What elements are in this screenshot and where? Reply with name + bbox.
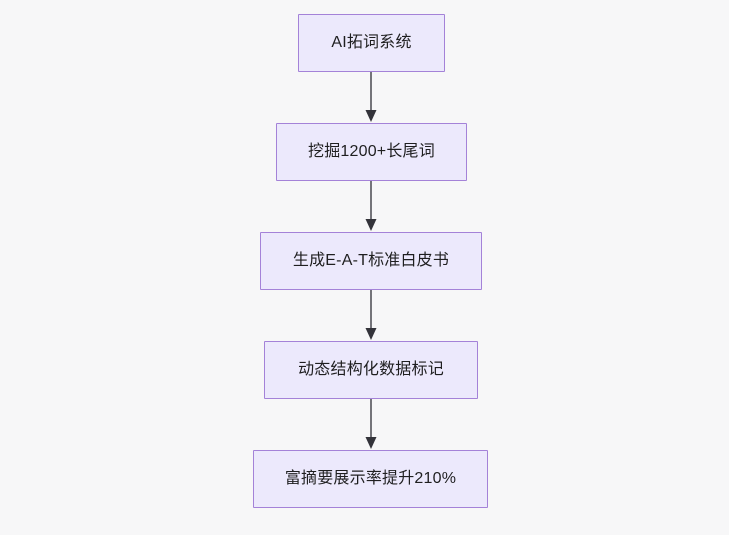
edge-node3-to-node4 bbox=[365, 290, 377, 340]
flowchart-node-eat-whitepaper[interactable]: 生成E-A-T标准白皮书 bbox=[260, 232, 482, 290]
node-label: AI拓词系统 bbox=[331, 34, 412, 51]
node-label: 挖掘1200+长尾词 bbox=[308, 143, 435, 160]
flowchart-node-structured-data-markup[interactable]: 动态结构化数据标记 bbox=[264, 341, 478, 399]
flowchart-node-ai-keyword-system[interactable]: AI拓词系统 bbox=[298, 14, 445, 72]
edge-node4-to-node5 bbox=[365, 399, 377, 449]
flowchart-node-rich-snippet-result[interactable]: 富摘要展示率提升210% bbox=[253, 450, 488, 508]
edge-node1-to-node2 bbox=[365, 72, 377, 122]
edge-node2-to-node3 bbox=[365, 181, 377, 231]
node-label: 富摘要展示率提升210% bbox=[284, 470, 457, 487]
node-label: 动态结构化数据标记 bbox=[298, 361, 444, 378]
node-label: 生成E-A-T标准白皮书 bbox=[292, 252, 450, 269]
flowchart-node-longtail-keywords[interactable]: 挖掘1200+长尾词 bbox=[276, 123, 467, 181]
